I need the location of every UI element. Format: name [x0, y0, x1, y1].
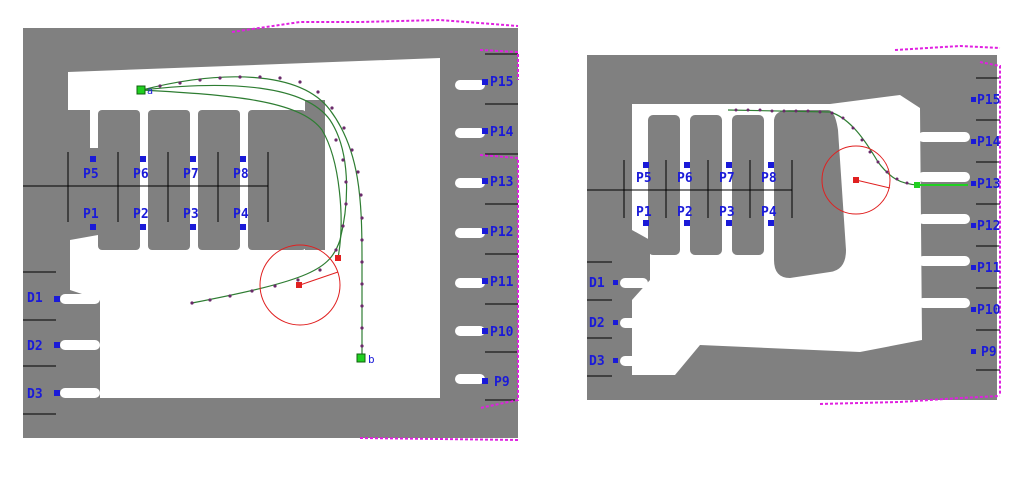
slot-label-p10: P10	[977, 303, 1001, 318]
slot-label-p11: P11	[490, 275, 514, 290]
slot-label-p15: P15	[977, 93, 1000, 108]
slot-label-p2: P2	[677, 205, 693, 220]
goal-point-icon	[357, 354, 365, 362]
slot-label-p1: P1	[636, 205, 652, 220]
slot-label-p9: P9	[494, 375, 510, 390]
start-marker-label: a	[147, 86, 153, 97]
slot-label-d3: D3	[589, 354, 605, 369]
slot-label-p8: P8	[233, 167, 249, 182]
slot-label-p14: P14	[977, 135, 1001, 150]
slot-label-d1: D1	[589, 276, 605, 291]
slot-label-p6: P6	[133, 167, 149, 182]
slot-label-d3: D3	[27, 387, 43, 402]
slot-label-p13: P13	[977, 177, 1000, 192]
start-point-icon	[137, 86, 145, 94]
slot-label-d2: D2	[27, 339, 43, 354]
slot-label-p9: P9	[981, 345, 997, 360]
slot-label-p6: P6	[677, 171, 693, 186]
slot-label-p10: P10	[490, 325, 514, 340]
goal-point-icon	[914, 182, 920, 188]
slot-label-p3: P3	[183, 207, 199, 222]
slot-label-p5: P5	[83, 167, 99, 182]
slot-label-p12: P12	[977, 219, 1000, 234]
right-map: P5 P6 P7 P8 P1 P2 P3 P4 P15 P14 P13 P12 …	[587, 46, 1001, 404]
slot-label-p3: P3	[719, 205, 735, 220]
slot-label-p15: P15	[490, 75, 513, 90]
end-marker-label: b	[368, 353, 375, 366]
slot-label-p1: P1	[83, 207, 99, 222]
slot-label-p7: P7	[719, 171, 735, 186]
slot-label-d1: D1	[27, 291, 43, 306]
slot-label-p11: P11	[977, 261, 1001, 276]
slot-label-p5: P5	[636, 171, 652, 186]
slot-label-p7: P7	[183, 167, 199, 182]
slot-label-p13: P13	[490, 175, 513, 190]
slot-label-p14: P14	[490, 125, 514, 140]
left-map: P5 P6 P7 P8 P1 P2 P3 P4 P15 P14 P13 P12 …	[23, 20, 518, 440]
slot-label-p8: P8	[761, 171, 777, 186]
slot-label-d2: D2	[589, 316, 605, 331]
slot-label-p4: P4	[761, 205, 777, 220]
slot-label-p4: P4	[233, 207, 249, 222]
slot-label-p12: P12	[490, 225, 513, 240]
slot-label-p2: P2	[133, 207, 149, 222]
